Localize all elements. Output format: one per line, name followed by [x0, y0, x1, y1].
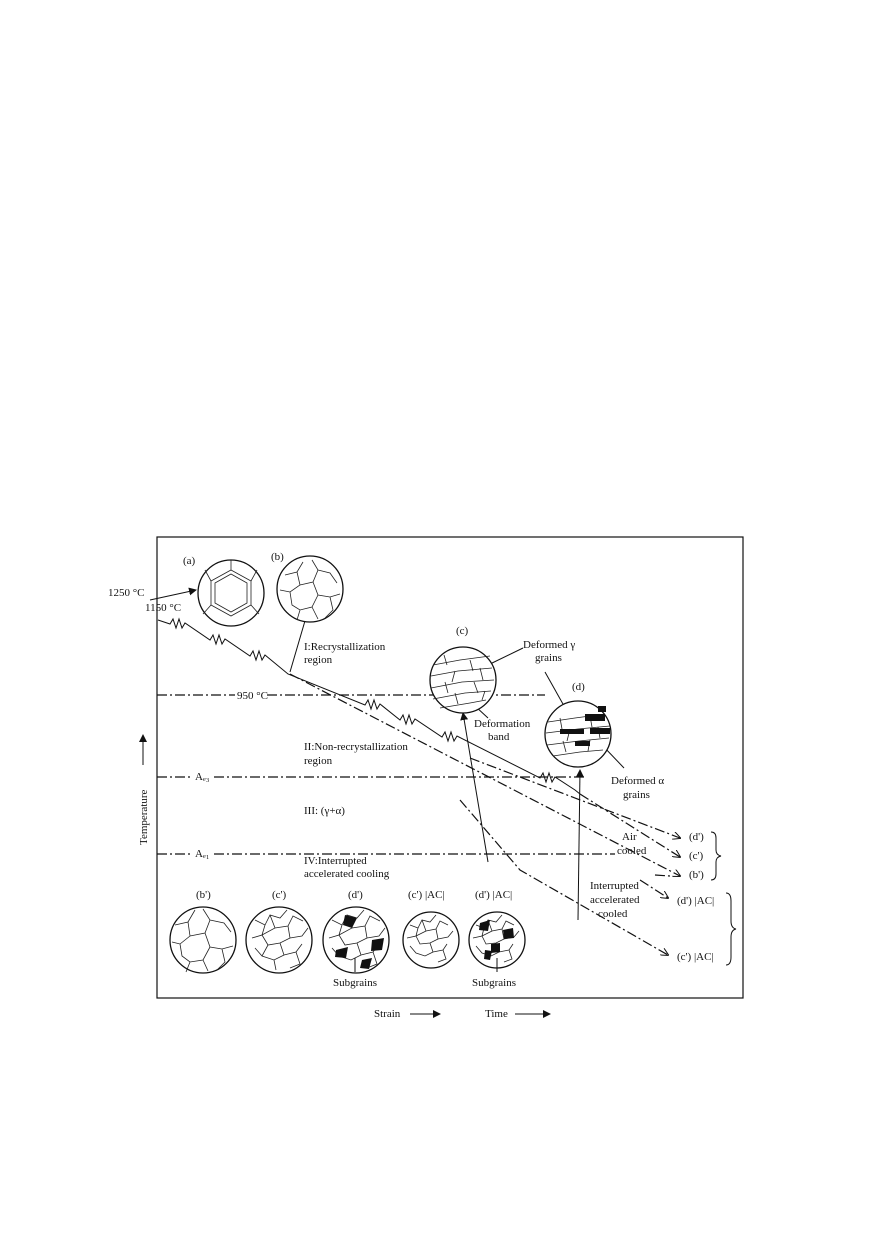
output-b: (b'): [689, 869, 704, 881]
deformation-band-line2: band: [488, 731, 510, 743]
subgrains-label-1: Subgrains: [333, 977, 377, 989]
deformed-alpha-line2: grains: [623, 789, 650, 801]
bottom-label-c-ac: (c') |AC|: [408, 889, 445, 901]
region-3: III: (γ+α): [304, 805, 345, 817]
temp-1150: 1150 °C: [145, 602, 181, 614]
microstructure-b-prime: [170, 907, 236, 973]
region-4-line2: accelerated cooling: [304, 868, 390, 880]
output-d: (d'): [689, 831, 704, 843]
microstructure-c-prime: [246, 907, 312, 973]
microstructure-c: [430, 647, 496, 713]
subgrains-label-2: Subgrains: [472, 977, 516, 989]
output-c: (c'): [689, 850, 704, 862]
air-cooled-line1: Air: [622, 831, 637, 843]
arrow-to-c: [463, 713, 488, 862]
small-dashed-arrow: [655, 875, 670, 876]
bottom-label-d: (d'): [348, 889, 363, 901]
label-c: (c): [456, 625, 469, 637]
temp-ar1: Aₑ₁: [195, 848, 210, 860]
bottom-label-c: (c'): [272, 889, 287, 901]
microstructure-b: [277, 556, 343, 622]
temp-ar3: Aₑ₃: [195, 771, 210, 783]
y-axis-label: Temperature: [138, 789, 150, 845]
deformed-alpha-line1: Deformed α: [611, 775, 664, 787]
output-c-ac: (c') |AC|: [677, 951, 714, 963]
label-a: (a): [183, 555, 196, 567]
bottom-label-b: (b'): [196, 889, 211, 901]
air-cooled-line2: cooled: [617, 845, 647, 857]
label-d: (d): [572, 681, 585, 693]
region-4-line1: IV:Interrupted: [304, 855, 367, 867]
iac-line3: cooled: [598, 908, 628, 920]
region-2-line1: II:Non-recrystallization: [304, 741, 408, 753]
microstructure-d-prime: [323, 907, 389, 973]
label-b: (b): [271, 551, 284, 563]
bracket-air-cooled: [711, 832, 721, 880]
temp-1250: 1250 °C: [108, 587, 145, 599]
pointer-deformed-gamma: [488, 648, 523, 665]
deformed-gamma-line2: grains: [535, 652, 562, 664]
bracket-iac: [726, 893, 736, 965]
microstructure-a: [198, 560, 264, 626]
bottom-label-d-ac: (d') |AC|: [475, 889, 512, 901]
region-1-line1: I:Recrystallization: [304, 641, 386, 653]
microstructure-c-prime-ac: [403, 912, 459, 968]
microstructure-d: [545, 701, 611, 767]
region-1-line2: region: [304, 654, 333, 666]
deformed-gamma-line1: Deformed γ: [523, 639, 575, 651]
x-axis-strain-label: Strain: [374, 1008, 401, 1020]
deformation-band-line1: Deformation: [474, 718, 531, 730]
temp-950: 950 °C: [237, 690, 268, 702]
output-d-ac: (d') |AC|: [677, 895, 714, 907]
x-axis-time-label: Time: [485, 1008, 508, 1020]
iac-branch-d: [640, 880, 668, 898]
iac-line2: accelerated: [590, 894, 640, 906]
region-2-line2: region: [304, 755, 333, 767]
iac-line1: Interrupted: [590, 880, 639, 892]
